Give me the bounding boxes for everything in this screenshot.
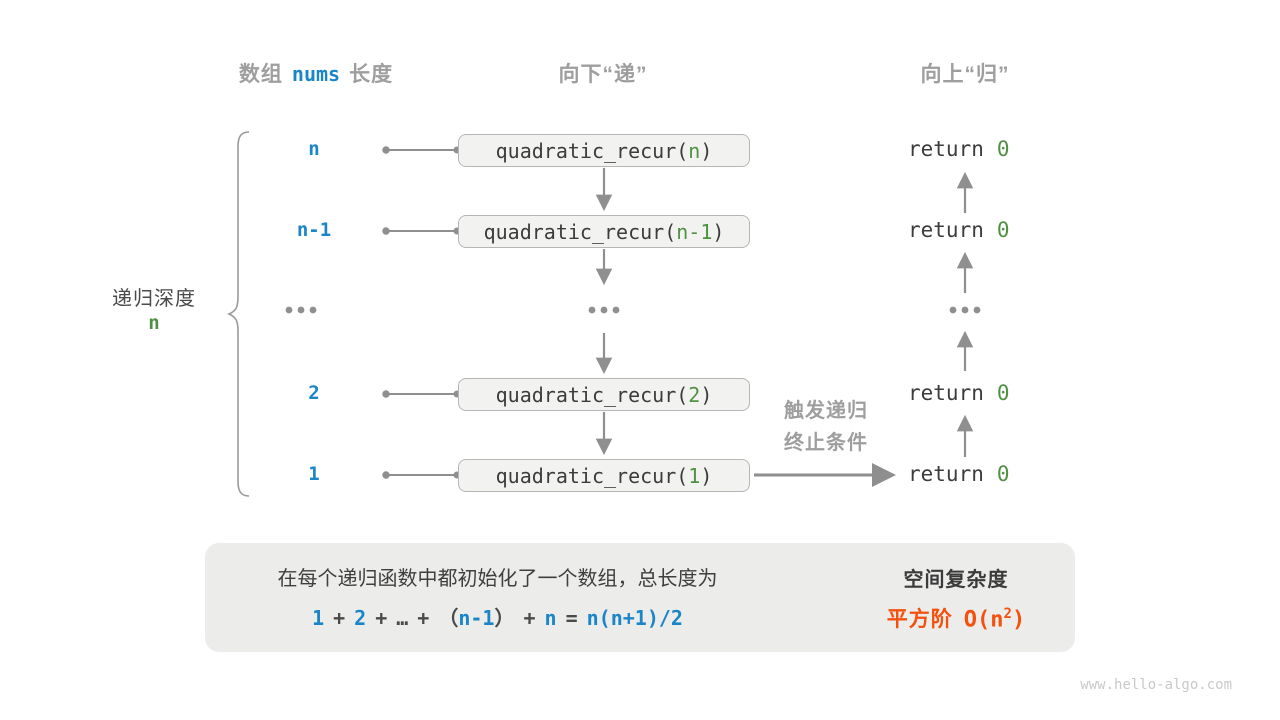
column-header-return: 向上“归” xyxy=(920,63,1010,86)
trigger-note-line1: 触发递归 xyxy=(784,400,868,422)
return-value: 0 xyxy=(996,381,1010,405)
watermark: www.hello-algo.com xyxy=(1080,677,1232,693)
big-o-notation: O(n2) xyxy=(963,605,1026,632)
recursion-depth-value: n xyxy=(148,312,160,334)
length-label: 1 xyxy=(308,463,320,485)
length-connector xyxy=(382,146,461,479)
length-label: n xyxy=(308,138,320,160)
return-value: 0 xyxy=(996,218,1010,242)
call-box: quadratic_recur(1) xyxy=(458,459,750,492)
header-nums-code: nums xyxy=(291,62,341,86)
call-box: quadratic_recur(n) xyxy=(458,134,750,167)
call-param: 2 xyxy=(688,382,701,407)
return-value: 0 xyxy=(996,462,1010,486)
length-label: n-1 xyxy=(296,219,332,241)
call-param: n-1 xyxy=(676,219,713,244)
column-header-recurse: 向下“递” xyxy=(558,63,648,86)
call-param: 1 xyxy=(688,463,701,488)
ellipsis-dots xyxy=(285,306,981,314)
total-length-formula: 1 + 2 + … + （n-1） + n = n(n+1)/2 xyxy=(312,606,683,630)
header-length-label: 长度 xyxy=(349,63,394,86)
call-param: n xyxy=(688,138,701,163)
call-box: quadratic_recur(n-1) xyxy=(458,215,750,248)
call-box: quadratic_recur(2) xyxy=(458,378,750,411)
space-complexity-value: 平方阶 O(n2) xyxy=(886,605,1026,632)
column-header-array-length: 数组 nums 长度 xyxy=(206,58,426,88)
trigger-note-line2: 终止条件 xyxy=(784,432,868,454)
recursion-depth-brace xyxy=(226,131,250,497)
summary-panel xyxy=(205,543,1075,652)
length-label: 2 xyxy=(308,382,320,404)
summary-description: 在每个递归函数中都初始化了一个数组，总长度为 xyxy=(277,568,718,590)
recursion-depth-title: 递归深度 xyxy=(112,288,196,310)
space-complexity-title: 空间复杂度 xyxy=(903,569,1009,591)
return-value: 0 xyxy=(996,137,1010,161)
header-array-label: 数组 xyxy=(238,63,283,86)
